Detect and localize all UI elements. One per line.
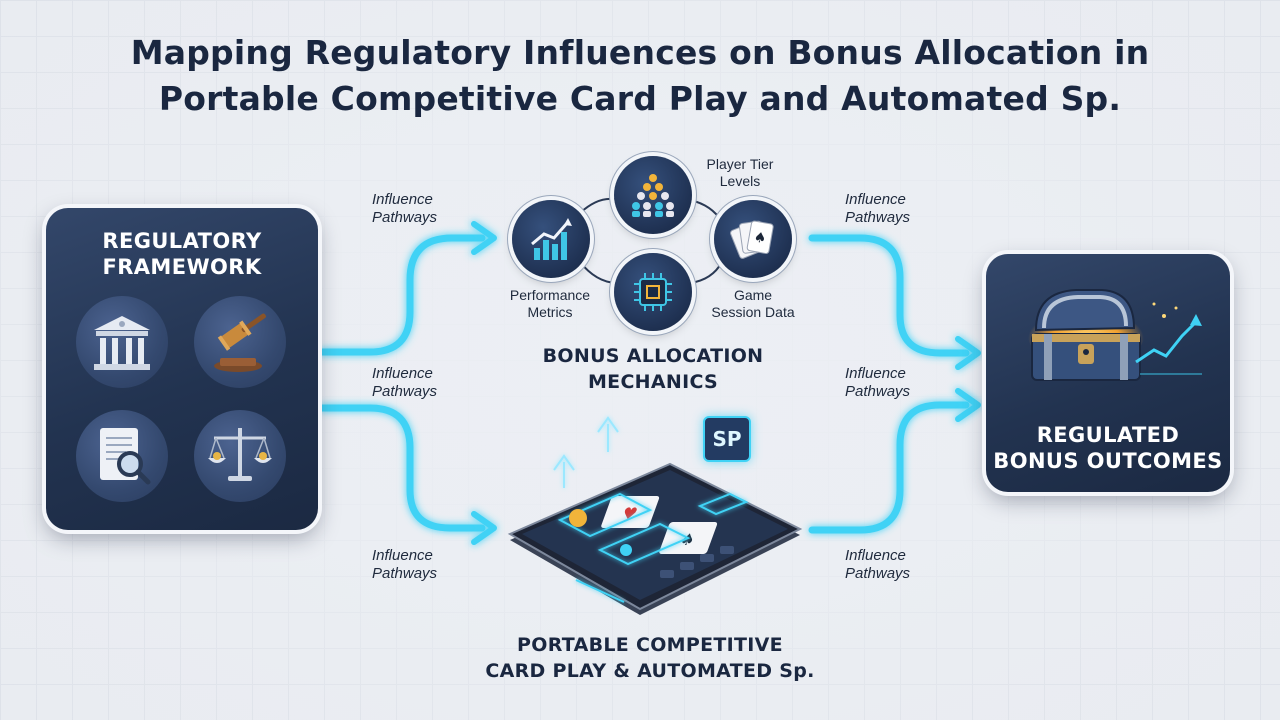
mechanics-ring-link-3	[579, 261, 617, 284]
performance-label-line-2: Metrics	[527, 304, 573, 320]
bonus-allocation-mechanics-label: BONUS ALLOCATION MECHANICS	[500, 343, 806, 395]
arrowhead-portable	[471, 511, 497, 545]
pathway-label-line-2: Pathways	[372, 209, 438, 226]
pathway-label-line-1: Influence	[372, 191, 433, 208]
arrowhead-outcomes-top	[955, 336, 981, 370]
portable-card-play-label: PORTABLE COMPETITIVE CARD PLAY & AUTOMAT…	[470, 632, 830, 684]
pathway-label-line-2: Pathways	[845, 565, 911, 582]
pathway-label-top-right: Influence Pathways	[845, 191, 910, 227]
title-line-2: Portable Competitive Card Play and Autom…	[158, 79, 1122, 118]
scales-icon	[194, 410, 286, 502]
portable-label-line-2: CARD PLAY & AUTOMATED Sp.	[485, 660, 815, 682]
arrowhead-mechanics	[471, 221, 497, 255]
game-session-label-line-1: Game	[733, 287, 773, 303]
pathway-label-line-1: Influence	[845, 191, 906, 208]
portable-label-line-1: PORTABLE COMPETITIVE	[517, 634, 783, 656]
player-tier-label: Player Tier Levels	[700, 156, 780, 190]
pathway-label-line-2: Pathways	[372, 565, 438, 582]
regulatory-title-line-2: FRAMEWORK	[102, 255, 262, 279]
chip-icon	[614, 253, 692, 331]
mechanics-ring-link-4	[689, 261, 723, 284]
arrowhead-outcomes-bottom	[955, 388, 981, 422]
regulated-outcomes-title: REGULATED BONUS OUTCOMES	[986, 422, 1230, 474]
pathway-label-line-1: Influence	[845, 547, 906, 564]
performance-label-line-1: Performance	[509, 287, 591, 303]
pathway-label-line-1: Influence	[845, 365, 906, 382]
flow-portable-to-outcomes	[808, 401, 970, 534]
regulatory-title-line-1: REGULATORY	[102, 229, 262, 253]
document-search-icon	[76, 410, 168, 502]
sp-badge-text: SP	[712, 427, 742, 451]
mechanics-label-line-2: MECHANICS	[587, 371, 719, 393]
flow-reg-to-portable	[318, 404, 486, 532]
pathway-label-mid-right: Influence Pathways	[845, 365, 910, 401]
flow-reg-to-mechanics	[318, 234, 486, 356]
pathway-label-bottom-right: Influence Pathways	[845, 547, 910, 583]
regulated-bonus-outcomes-card: REGULATED BONUS OUTCOMES	[986, 254, 1230, 492]
outcomes-title-line-1: REGULATED	[1036, 423, 1180, 447]
pathway-label-top-left: Influence Pathways	[372, 191, 437, 227]
courthouse-icon	[76, 296, 168, 388]
pathway-label-line-2: Pathways	[845, 209, 911, 226]
pathway-label-line-1: Influence	[372, 547, 433, 564]
mechanics-label-line-1: BONUS ALLOCATION	[542, 345, 764, 367]
svg-text:♥: ♥	[619, 504, 640, 522]
regulatory-framework-card: REGULATORY FRAMEWORK	[46, 208, 318, 530]
game-session-label: Game Session Data	[698, 287, 808, 321]
title-line-1: Mapping Regulatory Influences on Bonus A…	[130, 33, 1150, 72]
pyramid-people-icon	[614, 156, 692, 234]
pathway-label-line-2: Pathways	[845, 383, 911, 400]
regulatory-framework-title: REGULATORY FRAMEWORK	[46, 228, 318, 280]
sp-badge: SP	[703, 416, 751, 462]
pathway-label-line-2: Pathways	[372, 383, 438, 400]
pathway-label-line-1: Influence	[372, 365, 433, 382]
pathway-label-mid-left: Influence Pathways	[372, 365, 437, 401]
growth-chart-icon	[512, 200, 590, 278]
game-session-label-line-2: Session Data	[711, 304, 795, 320]
performance-metrics-label: Performance Metrics	[498, 287, 602, 321]
player-tier-label-line-2: Levels	[719, 173, 761, 189]
pathway-label-bottom-left: Influence Pathways	[372, 547, 437, 583]
gavel-icon	[194, 296, 286, 388]
flow-mechanics-to-outcomes	[808, 234, 970, 357]
treasure-chest-icon	[1028, 289, 1202, 381]
svg-text:♠: ♠	[752, 229, 767, 247]
playing-cards-icon: ♠	[714, 200, 792, 278]
outcomes-title-line-2: BONUS OUTCOMES	[993, 449, 1223, 473]
page-title: Mapping Regulatory Influences on Bonus A…	[0, 30, 1280, 122]
player-tier-label-line-1: Player Tier	[706, 156, 774, 172]
tablet-card-game-icon: ♥ ♠	[507, 416, 803, 615]
